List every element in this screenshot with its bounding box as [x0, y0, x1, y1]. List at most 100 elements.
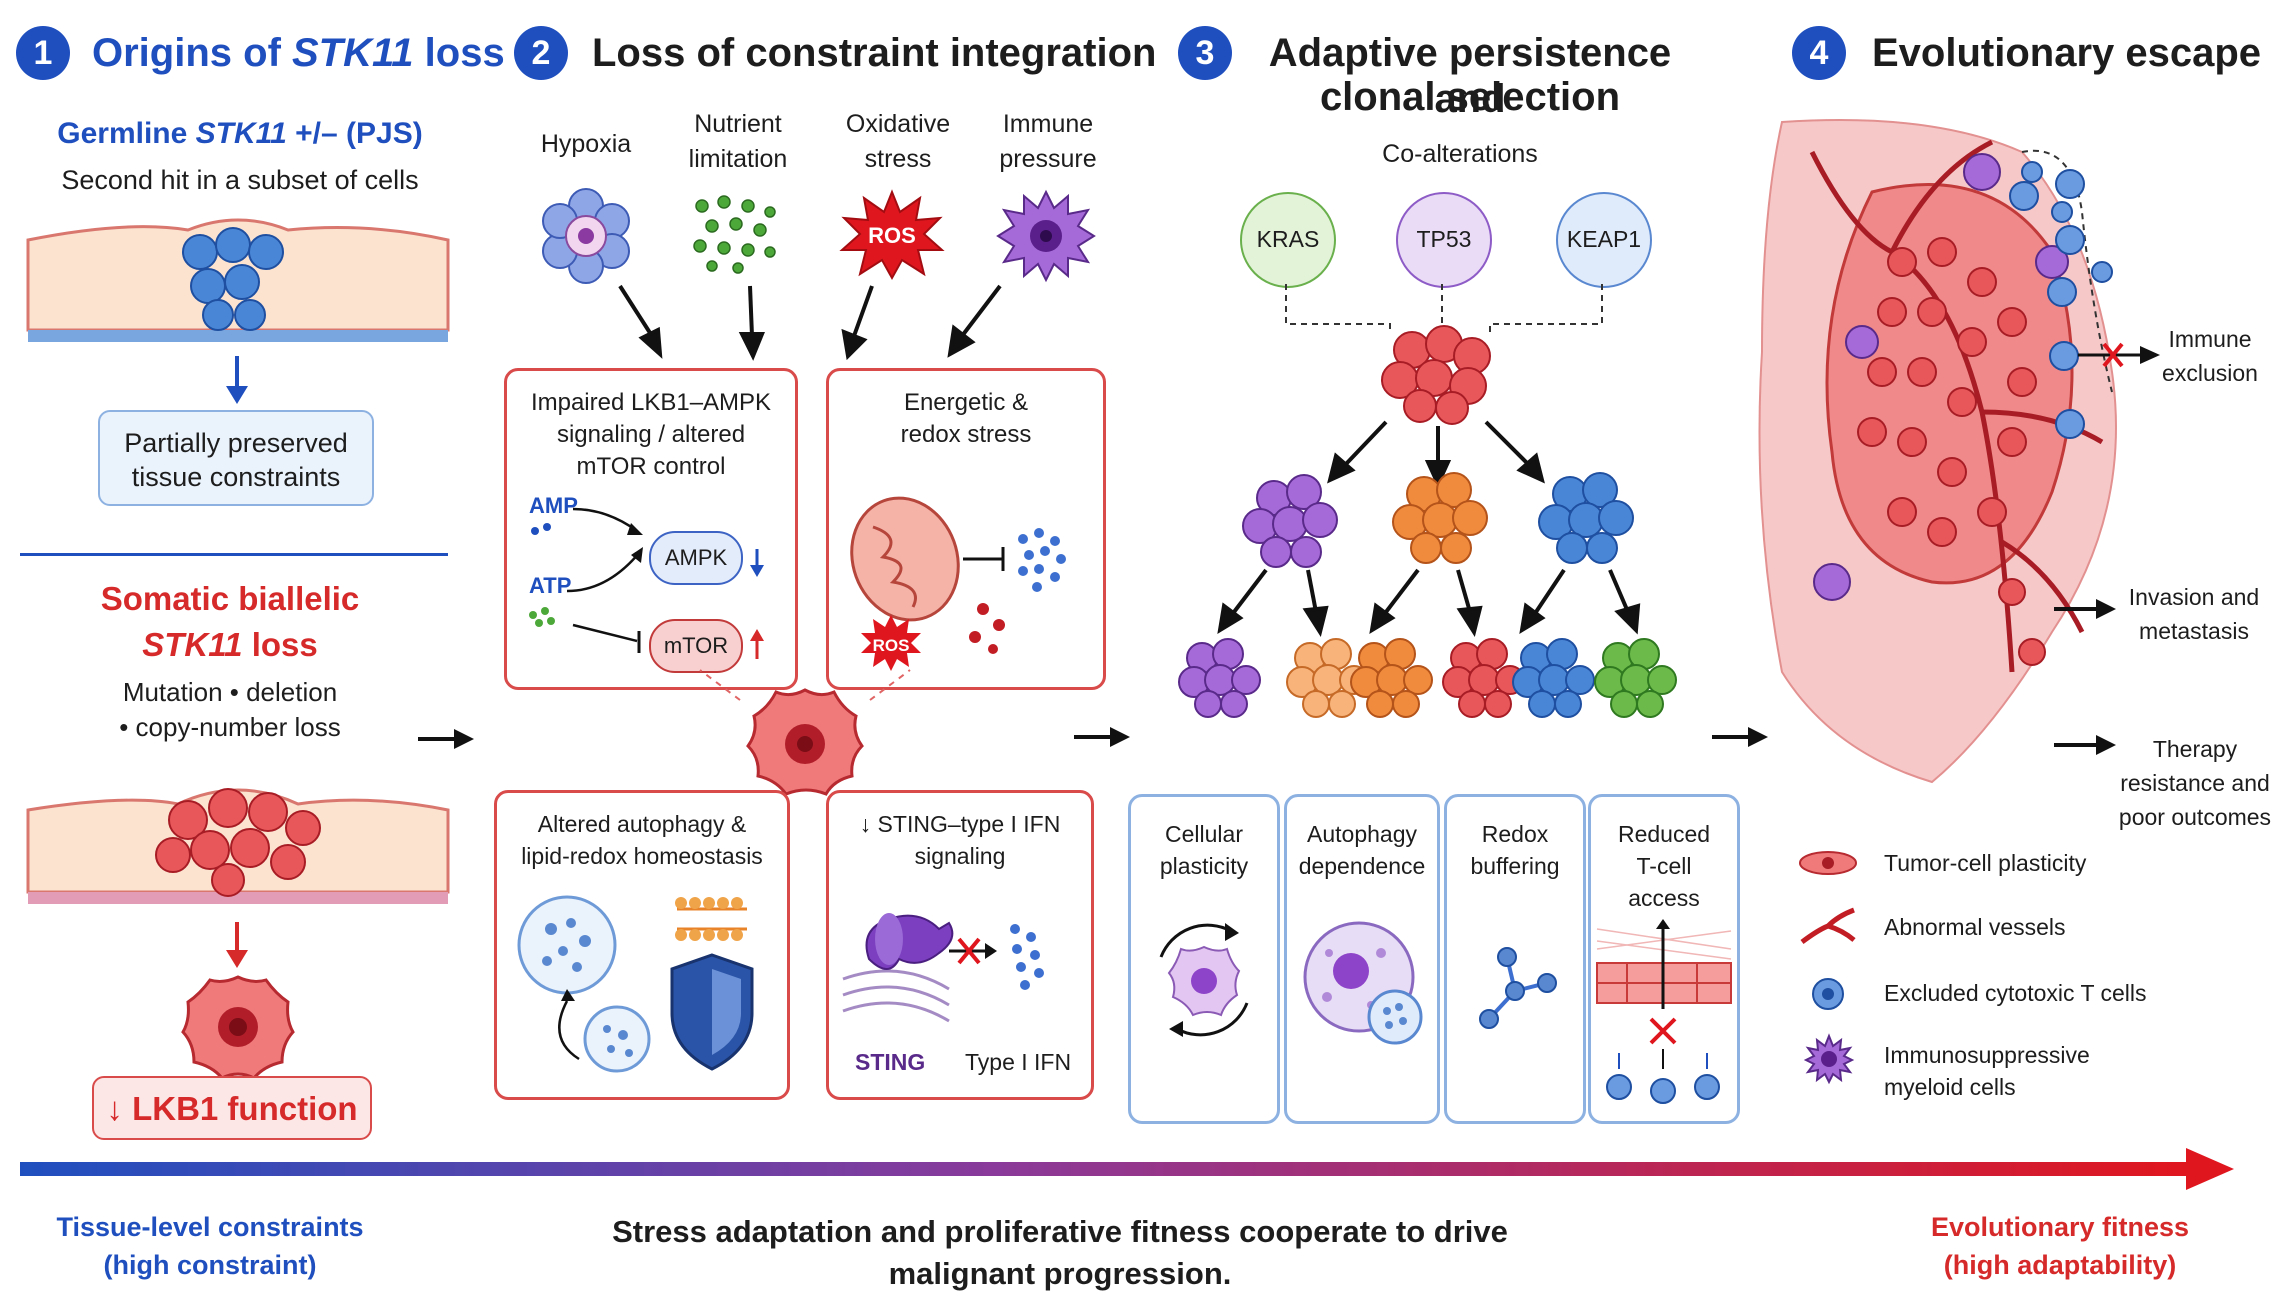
legend-1-label: Tumor-cell plasticity [1884, 850, 2087, 876]
subclone-orange-1 [1286, 638, 1369, 718]
panel3-title-2: clonal selection [1319, 75, 1621, 119]
step-3-badge: 3 [1178, 26, 1232, 80]
amp-label: AMP [529, 493, 578, 518]
blue-clone [1538, 472, 1634, 564]
feature-3-line2: buffering [1470, 853, 1560, 879]
preserved-constraints-box: Partially preserved tissue constraints [98, 410, 374, 506]
excluded-tcells [2009, 169, 2085, 439]
panel1-title-suffix: loss [413, 31, 505, 75]
lkb1-function-label: ↓ LKB1 function [106, 1090, 358, 1127]
preserved-line-1: Partially preserved [124, 428, 348, 458]
stressor-immune-line2: pressure [999, 145, 1097, 173]
second-hit-label: Second hit in a subset of cells [61, 165, 419, 195]
box-a-title-2: signaling / altered [556, 421, 746, 448]
autophagy-membrane-icons [517, 895, 754, 1073]
ampk-mtor-diagram [529, 507, 764, 659]
box-c-title-2: lipid-redox homeostasis [521, 843, 763, 869]
box-d-title-1: ↓ STING–type I IFN [859, 811, 1061, 837]
type1-ifn-label: Type I IFN [965, 1049, 1072, 1075]
legend-vessel-icon [1800, 907, 1856, 945]
subclone-purple [1178, 638, 1261, 718]
ampk-node: AMPK [649, 531, 743, 585]
ros-burst-icon: ROS [839, 189, 945, 281]
step-4-badge: 4 [1792, 26, 1846, 80]
subclone-green [1594, 638, 1677, 718]
panel1-divider [20, 553, 448, 556]
stressor-oxidative-line2: stress [864, 145, 932, 173]
subclone-red [1442, 638, 1525, 718]
feature-autophagy-dependence: Autophagy dependence [1284, 794, 1440, 1124]
outcome-3-line1: Therapy [2152, 736, 2238, 762]
legend-tumor-cell-icon [1799, 851, 1857, 875]
feature-2-line2: dependence [1298, 853, 1426, 879]
outcome-3-line3: poor outcomes [2118, 804, 2272, 830]
box-b-title-2: redox stress [900, 421, 1032, 448]
box-a-title-3: mTOR control [576, 453, 726, 480]
feature-cellular-plasticity: Cellular plasticity [1128, 794, 1280, 1124]
legend-tcell-icon [1812, 978, 1844, 1010]
mtor-label: mTOR [663, 633, 729, 658]
legend-2-label: Abnormal vessels [1884, 914, 2066, 940]
subclone-blue [1512, 638, 1595, 718]
feature-2-line1: Autophagy [1307, 821, 1417, 847]
tumor-cell-icon [181, 975, 295, 1080]
box-c-title-1: Altered autophagy & [537, 811, 747, 837]
box-b-title-1: Energetic & [903, 389, 1029, 416]
blue-clone-cluster [182, 227, 284, 331]
somatic-gene: STK11 [142, 626, 243, 663]
somatic-epithelium [26, 788, 450, 904]
arrow-p3-p4 [1712, 727, 1768, 747]
tumor-microenvironment [1758, 119, 2117, 784]
ampk-label: AMPK [664, 545, 728, 570]
bottom-center-line2: malignant progression. [888, 1256, 1232, 1291]
atp-label: ATP [529, 573, 572, 598]
energetic-redox-box: Energetic & redox stress ROS [826, 368, 1106, 690]
molecule-icon [1479, 947, 1557, 1029]
mtor-node: mTOR [649, 619, 743, 673]
panel4-title: Evolutionary escape [1872, 31, 2262, 75]
germline-suffix: +/– (PJS) [286, 117, 423, 150]
autophagy-vesicle-icon [1303, 921, 1423, 1045]
sting-ifn-box: ↓ STING–type I IFN signaling STING Type … [826, 790, 1094, 1100]
therapy-arrow [2054, 735, 2116, 755]
clonal-tree [1178, 284, 1677, 718]
sting-label: STING [855, 1049, 926, 1075]
gene-kras-label: KRAS [1256, 226, 1320, 252]
germline-gene: STK11 [195, 117, 287, 150]
invasion-arrow [2054, 599, 2116, 619]
gene-kras: KRAS [1240, 192, 1336, 288]
stressor-nutrient-line1: Nutrient [694, 110, 782, 138]
outcome-2-line2: metastasis [2139, 618, 2249, 644]
box-a-title-1: Impaired LKB1–AMPK [530, 389, 772, 416]
step-1-badge: 1 [16, 26, 70, 80]
gene-keap1-label: KEAP1 [1566, 226, 1642, 252]
outcome-1-line2: exclusion [2162, 360, 2258, 386]
gene-keap1: KEAP1 [1556, 192, 1652, 288]
plasticity-cycle-icon [1159, 923, 1249, 1037]
co-alterations-label: Co-alterations [1382, 140, 1538, 168]
lkb1-ampk-box: Impaired LKB1–AMPK signaling / altered m… [504, 368, 798, 690]
panel1-title: Origins of STK11 loss [92, 30, 505, 76]
feature-1-line2: plasticity [1159, 853, 1249, 879]
feature-redox-buffering: Redox buffering [1444, 794, 1586, 1124]
somatic-suffix: loss [242, 626, 318, 663]
somatic-line-2: STK11 loss [20, 626, 440, 664]
parent-clone-cluster [1381, 325, 1491, 425]
tcell-barrier-icon [1596, 919, 1732, 1104]
stressor-arrows [618, 284, 1002, 361]
germline-prefix: Germline [57, 117, 196, 150]
feature-3-line1: Redox [1481, 821, 1549, 847]
somatic-line-1: Somatic biallelic [100, 580, 360, 617]
gene-tp53-label: TP53 [1416, 226, 1472, 252]
feature-4-line3: access [1628, 885, 1700, 911]
red-tumor-cluster [155, 788, 321, 897]
bottom-left-line1: Tissue-level constraints [56, 1212, 364, 1242]
nutrient-dots-icon [693, 195, 776, 274]
purple-clone [1242, 474, 1338, 568]
outcome-2-line1: Invasion and [2128, 584, 2260, 610]
fitness-gradient-arrow [20, 1148, 2234, 1190]
arrow-p2-p3 [1074, 727, 1130, 747]
germline-label: Germline STK11 +/– (PJS) [20, 117, 460, 152]
panel2-title: Loss of constraint integration [592, 31, 1157, 75]
bottom-left-line2: (high constraint) [103, 1250, 317, 1280]
